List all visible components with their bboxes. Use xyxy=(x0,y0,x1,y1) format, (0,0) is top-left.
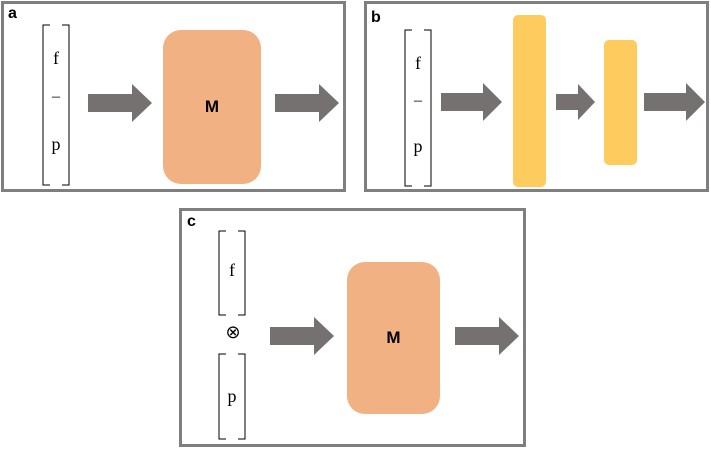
vector-p-label: p xyxy=(227,386,237,406)
right-arrow-icon xyxy=(556,84,595,120)
right-arrow-icon xyxy=(270,317,334,355)
vector-f-label: f xyxy=(415,53,421,73)
vector-bracket-icon xyxy=(404,29,432,187)
panel-c-letter: c xyxy=(187,213,196,230)
right-arrow-icon xyxy=(88,84,152,122)
model-box: M xyxy=(163,30,261,184)
vector-f-label: f xyxy=(53,48,59,68)
panel-a-letter: a xyxy=(8,5,17,22)
vector-f-label: f xyxy=(229,260,235,280)
model-box: M xyxy=(347,262,440,414)
right-arrow-icon xyxy=(275,84,339,122)
panel-b-letter: b xyxy=(371,9,381,26)
right-arrow-icon xyxy=(455,317,519,355)
panel-b: b f – p xyxy=(364,1,709,192)
right-arrow-icon xyxy=(644,83,705,121)
model-label: M xyxy=(386,328,401,347)
layer-box-2 xyxy=(604,40,637,165)
vector-p-label: p xyxy=(413,136,423,156)
vector-f-bracket-icon xyxy=(218,230,246,316)
vector-bracket-icon xyxy=(42,24,70,186)
panel-a: a f – p M xyxy=(1,1,346,192)
outer-product-operator: ⊗ xyxy=(225,322,241,342)
vector-p-bracket-icon xyxy=(218,353,246,440)
layer-box-1 xyxy=(513,15,546,187)
vector-dash-label: – xyxy=(414,92,422,109)
model-label: M xyxy=(204,97,220,116)
vector-p-label: p xyxy=(51,134,61,154)
right-arrow-icon xyxy=(441,83,502,121)
panel-c: c f ⊗ p M xyxy=(179,208,526,447)
vector-dash-label: – xyxy=(52,88,60,105)
